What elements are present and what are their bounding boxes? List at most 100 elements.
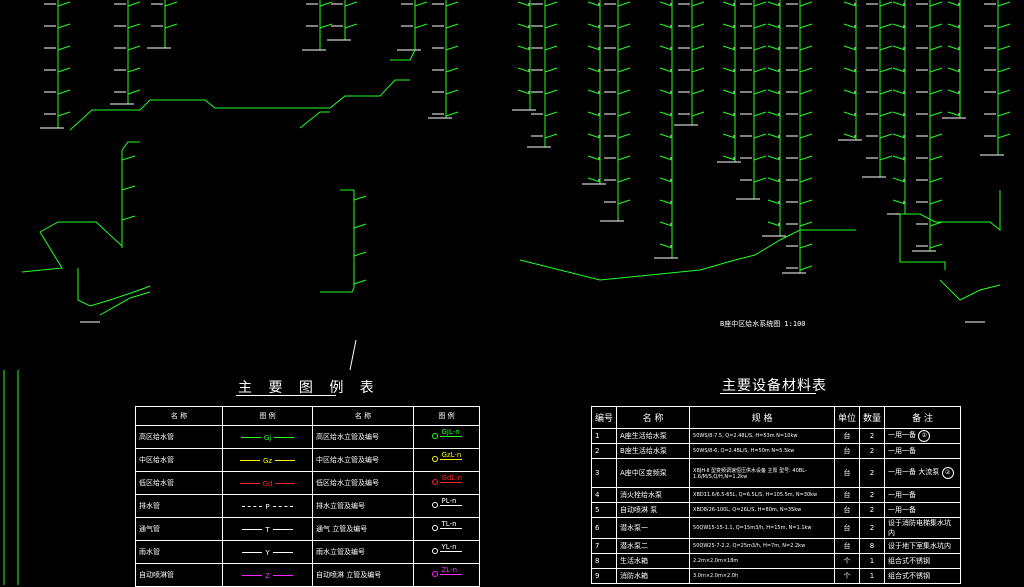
floor-branch xyxy=(353,251,367,257)
equipment-unit: 台 xyxy=(834,487,861,503)
floor-branch xyxy=(164,1,178,7)
floor-branch xyxy=(799,265,813,271)
floor-branch xyxy=(947,67,961,73)
floor-branch xyxy=(879,45,893,51)
legend-header-name2: 名 称 xyxy=(312,406,414,426)
floor-branch xyxy=(799,45,813,51)
floor-branch xyxy=(127,89,141,95)
floor-branch xyxy=(843,23,857,29)
equipment-spec: 50WS/8-7.5, Q=2.48L/S, H=53m N=10kw xyxy=(689,428,836,444)
floor-branch xyxy=(722,1,736,7)
legend-riser-symbol: ZL-n xyxy=(413,563,480,587)
floor-branch xyxy=(722,67,736,73)
legend-pipe-symbol: P xyxy=(222,494,313,518)
equipment-qty: 8 xyxy=(859,538,886,554)
floor-branch xyxy=(879,133,893,139)
floor-branch xyxy=(753,23,767,29)
equipment-note-text: 一用一备 xyxy=(888,447,917,455)
floor-branch xyxy=(57,23,71,29)
floor-branch xyxy=(617,23,631,29)
legend-header-symbol2: 图 例 xyxy=(413,406,480,426)
floor-branch xyxy=(892,111,906,117)
floor-branch xyxy=(57,45,71,51)
branch-pipe-mid-2 xyxy=(21,231,63,273)
floor-branch xyxy=(929,89,943,95)
floor-branch xyxy=(127,67,141,73)
main-header-pipe xyxy=(69,79,410,131)
floor-branch xyxy=(57,1,71,7)
equipment-note-text: 组合式不锈钢 xyxy=(888,557,931,565)
equipment-qty: 2 xyxy=(859,443,886,459)
right-header-pipe xyxy=(519,229,856,281)
floor-branch xyxy=(659,155,673,161)
right-pump-pipe-2 xyxy=(900,190,1001,232)
floor-branch xyxy=(121,185,136,191)
legend-pipe-code: T xyxy=(265,525,270,534)
floor-branch xyxy=(892,177,906,183)
equipment-unit: 台 xyxy=(834,443,861,459)
floor-branch xyxy=(164,23,178,29)
floor-branch xyxy=(57,67,71,73)
legend-header-name: 名 称 xyxy=(135,406,223,426)
floor-branch xyxy=(587,133,601,139)
floor-branch xyxy=(799,155,813,161)
section-mark xyxy=(349,339,357,371)
legend-pipe-code: Gz xyxy=(262,456,273,465)
floor-branch xyxy=(691,23,705,29)
legend-riser-symbol: GdL-n xyxy=(413,471,480,495)
floor-branch xyxy=(767,1,781,7)
floor-branch xyxy=(617,177,631,183)
floor-branch xyxy=(879,67,893,73)
equipment-unit: 台 xyxy=(834,502,861,518)
floor-branch xyxy=(892,155,906,161)
legend-riser-label: 雨水立管及编号 xyxy=(312,540,414,564)
equipment-note-text: 组合式不锈钢 xyxy=(888,572,931,580)
floor-branch xyxy=(659,221,673,227)
riser-pipe-mid-1 xyxy=(121,141,140,248)
equipment-badge-icon: ① xyxy=(918,430,931,442)
legend-riser-mark: YL-n xyxy=(441,542,457,551)
riser-circle-icon xyxy=(431,479,438,485)
pump-line-left-2 xyxy=(99,291,151,316)
floor-branch xyxy=(879,111,893,117)
equipment-title: 主要设备材料表 xyxy=(722,378,827,394)
floor-branch xyxy=(929,177,943,183)
floor-branch xyxy=(691,67,705,73)
floor-branch xyxy=(799,221,813,227)
floor-branch xyxy=(753,111,767,117)
floor-branch xyxy=(997,133,1011,139)
legend-riser-label: 通气 立管及编号 xyxy=(312,517,414,541)
floor-branch xyxy=(659,199,673,205)
equipment-unit: 个 xyxy=(834,568,861,584)
legend-title-underline xyxy=(236,395,336,396)
floor-branch xyxy=(767,67,781,73)
floor-branch xyxy=(997,89,1011,95)
floor-branch xyxy=(799,177,813,183)
floor-branch xyxy=(722,133,736,139)
floor-branch xyxy=(929,155,943,161)
equipment-unit: 个 xyxy=(834,553,861,569)
floor-branch xyxy=(57,111,71,117)
legend-title: 主 要 图 例 表 xyxy=(238,380,380,396)
floor-branch xyxy=(947,1,961,7)
floor-branch xyxy=(799,23,813,29)
equipment-header-note: 备 注 xyxy=(884,406,961,429)
equipment-spec: 50QW15-15-1.1, Q=15m3/h, H=15m, N=1.1kw xyxy=(689,517,836,539)
equipment-name: B座生活给水泵 xyxy=(616,443,691,459)
floor-branch xyxy=(544,1,558,7)
legend-riser-mark: ZL-n xyxy=(441,565,458,574)
floor-branch xyxy=(767,133,781,139)
riser-circle-icon xyxy=(431,456,438,462)
equipment-qty: 1 xyxy=(859,568,886,584)
